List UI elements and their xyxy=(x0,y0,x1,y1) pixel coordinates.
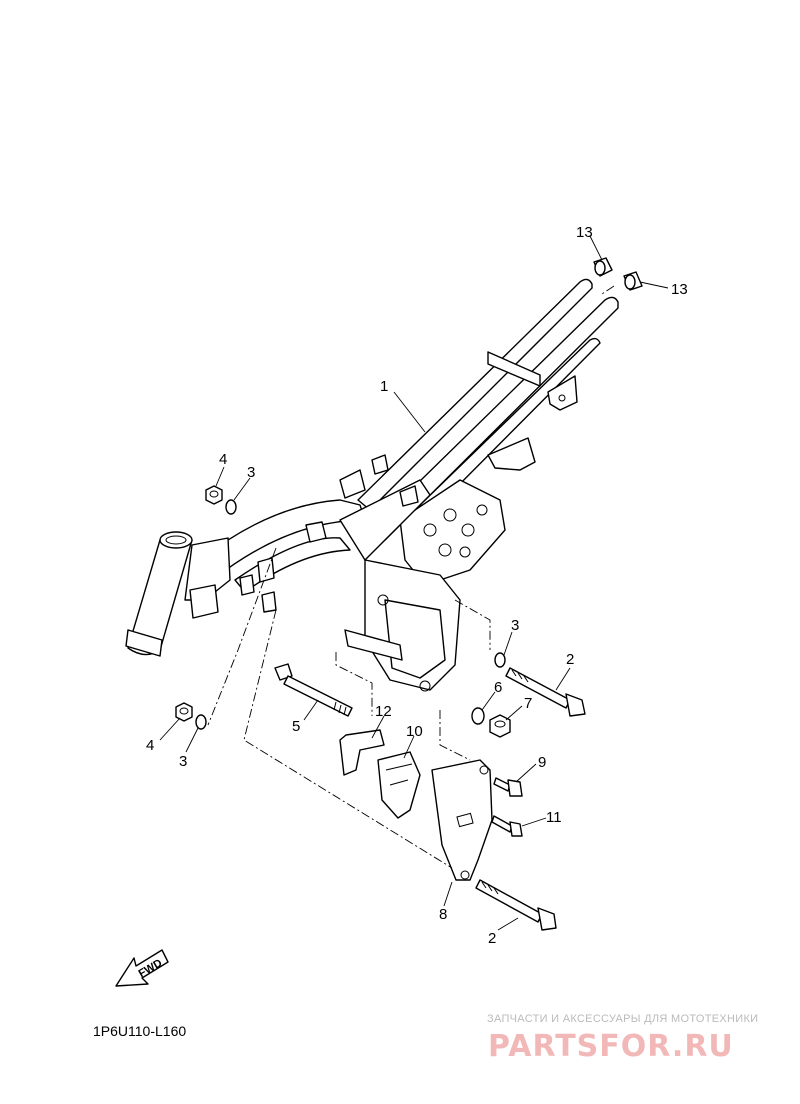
fwd-label: FWD xyxy=(137,957,165,980)
callout-3-right: 3 xyxy=(511,617,519,634)
steering-lock-bracket xyxy=(189,584,219,619)
callout-7: 7 xyxy=(524,695,532,712)
callout-6: 6 xyxy=(494,679,502,696)
callout-labels: 1 13 13 4 3 4 3 3 2 6 7 5 12 10 9 11 8 2 xyxy=(146,224,688,947)
cap-left xyxy=(593,257,613,277)
alignment-lines xyxy=(207,285,615,869)
frame-tab-b xyxy=(257,557,275,583)
frame-tab-e xyxy=(339,469,366,499)
callout-9: 9 xyxy=(538,754,546,771)
callout-13-right: 13 xyxy=(671,281,688,298)
bolt-2-upper xyxy=(505,667,586,717)
callout-3-lower: 3 xyxy=(179,753,187,770)
nut-4-upper xyxy=(205,485,223,505)
frame-cross-plate xyxy=(487,351,541,387)
diagram-code: 1P6U110-L160 xyxy=(93,1023,186,1039)
frame-tab-c xyxy=(261,591,277,613)
frame-tab-d xyxy=(305,521,327,543)
frame-hanger-inner xyxy=(384,599,446,679)
callout-4-upper: 4 xyxy=(219,451,227,468)
washer-3-right xyxy=(494,652,506,668)
callout-13-top: 13 xyxy=(576,224,593,241)
frame-tab-a xyxy=(239,574,255,596)
frame-upper-rail-left xyxy=(357,278,593,511)
bolt-5 xyxy=(274,663,353,717)
watermark: ЗАПЧАСТИ И АКСЕССУАРЫ ДЛЯ МОТОТЕХНИКИ PA… xyxy=(487,1013,758,1064)
frame-seat-rail xyxy=(419,337,601,513)
callout-5: 5 xyxy=(292,718,300,735)
frame-tab-f xyxy=(399,485,419,507)
nut-4-lower xyxy=(175,702,193,722)
frame-upper-rail-right xyxy=(371,296,619,541)
bracket-8 xyxy=(431,759,493,881)
steering-head-bottom-ring xyxy=(125,629,163,657)
washer-3-lower xyxy=(195,714,207,730)
cover-10 xyxy=(377,751,421,819)
watermark-logo: PARTSFOR.RU xyxy=(488,1029,734,1064)
callout-12: 12 xyxy=(375,703,392,720)
callout-1: 1 xyxy=(380,378,388,395)
frame-mid-bracket xyxy=(487,437,536,471)
callout-2-lower: 2 xyxy=(488,930,496,947)
callout-8: 8 xyxy=(439,906,447,923)
nut-7 xyxy=(489,714,511,738)
frame-rear-bracket xyxy=(547,375,578,411)
frame-tab-g xyxy=(371,454,389,475)
callout-2-upper: 2 xyxy=(566,651,574,668)
callout-10: 10 xyxy=(406,723,423,740)
watermark-tagline: ЗАПЧАСТИ И АКСЕССУАРЫ ДЛЯ МОТОТЕХНИКИ xyxy=(487,1013,758,1025)
washer-6 xyxy=(471,707,485,725)
leader-lines xyxy=(159,235,669,931)
steering-head-gusset xyxy=(184,537,231,601)
callout-4-lower: 4 xyxy=(146,737,154,754)
cap-right xyxy=(623,271,643,291)
bolt-9 xyxy=(493,777,523,797)
screw-11 xyxy=(491,815,523,837)
callout-11: 11 xyxy=(546,809,562,826)
fwd-arrow-icon: FWD xyxy=(115,949,169,987)
washer-3-upper xyxy=(225,499,237,515)
frame-assembly xyxy=(125,278,619,692)
steering-head-top xyxy=(159,531,193,549)
callout-3-upper: 3 xyxy=(247,464,255,481)
frame-pivot-boss xyxy=(344,629,403,661)
spacer-12 xyxy=(339,729,385,776)
bolt-2-lower xyxy=(475,879,557,931)
